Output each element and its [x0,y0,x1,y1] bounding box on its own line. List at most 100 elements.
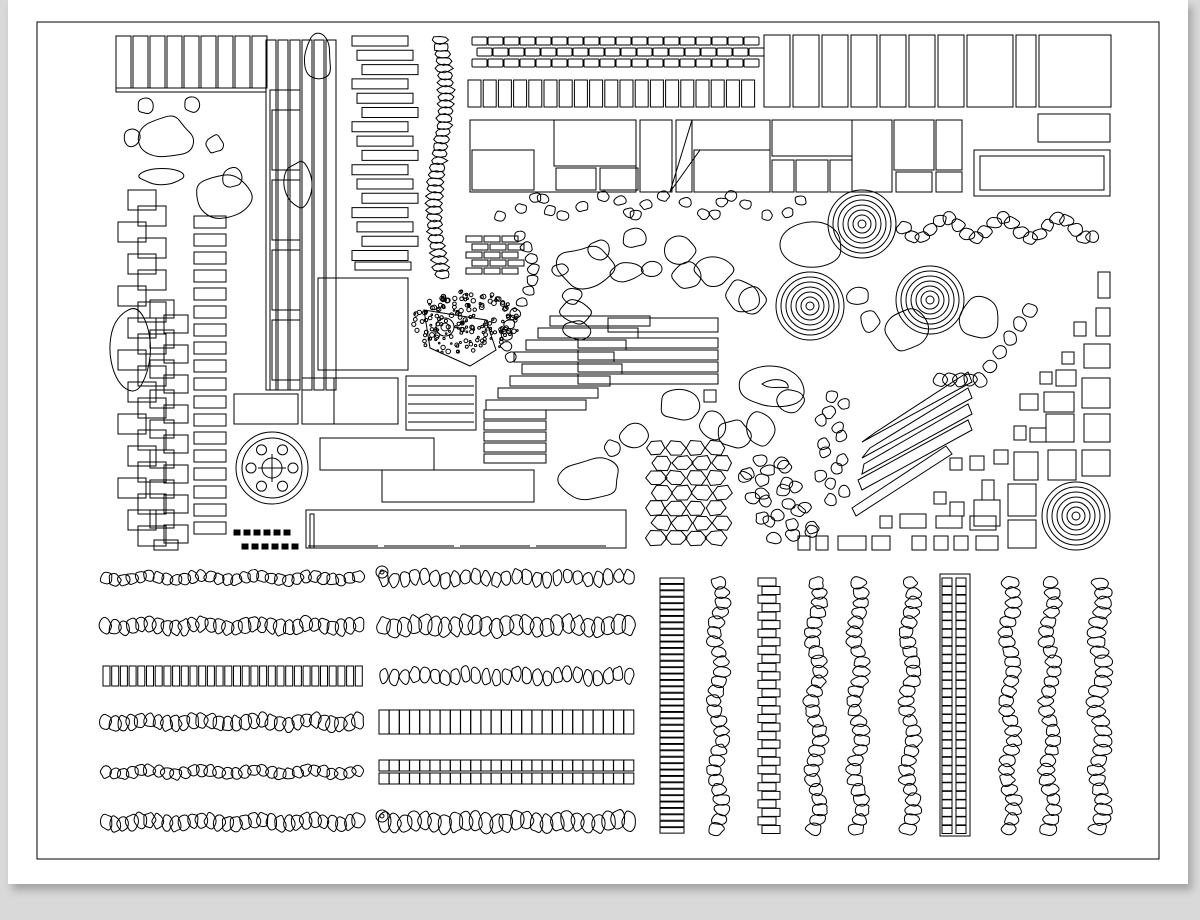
path-stone [1006,794,1023,805]
path-pebble [430,760,440,771]
path-stone [940,574,970,836]
crazy-paving-stone [672,456,693,470]
paving-brick [472,59,487,67]
path-stone [851,676,869,688]
path-pebble [321,666,328,686]
path-pebble [542,710,552,734]
boulder [515,204,526,214]
gravel-grain [456,310,459,313]
crazy-paving-stone [693,516,712,530]
path-stone [709,755,725,767]
paving-brick [635,80,648,107]
path-pebble [593,671,602,686]
edge-stone [118,222,146,242]
path-pebble [460,570,470,584]
gravel-grain [417,310,421,314]
path-stone [660,821,684,827]
paving-brick [468,80,481,107]
edge-stone [194,378,226,390]
boulder [837,454,848,466]
gravel-grain [471,326,474,329]
path-pebble [512,710,522,734]
paving-brick [498,80,511,107]
path-pebble [613,666,623,680]
gravel-grain [459,308,463,312]
gravel-grain [420,320,424,324]
paving-brick [653,48,668,56]
paving-brick [470,120,636,192]
path-stone [1039,773,1055,785]
path-stone [1087,764,1105,776]
boulder [718,420,751,448]
path-stone [942,723,952,731]
path-pebble [380,669,388,684]
path-pebble [292,573,304,584]
path-pebble [450,710,460,734]
path-stone [851,784,865,797]
boulder [1004,217,1019,229]
path-pebble [562,614,575,634]
path-pebble [213,716,224,731]
gravel-grain [428,316,432,320]
boulder [959,228,974,239]
path-pebble [152,813,164,829]
path-pebble [430,710,440,734]
step-slab [498,388,598,398]
path-pebble [420,667,430,683]
gravel-grain [442,306,445,309]
path-stone [999,764,1015,776]
crazy-paving-stone [652,456,671,470]
path-stone [716,734,730,747]
gravel-grain [469,316,472,319]
path-stone [1093,814,1111,826]
gravel-grain [513,308,517,312]
path-pebble [344,714,355,731]
path-stone [806,705,820,718]
path-pebble [622,811,635,832]
gravel-grain [448,330,450,332]
ring-outline [1052,492,1100,540]
paving-block [254,530,260,535]
path-stone [906,665,920,676]
gravel-grain [459,342,461,344]
paving-brick [514,80,527,107]
deck-plank [150,36,165,88]
paving-brick [744,37,759,45]
path-stone [712,783,727,795]
edge-stone [194,450,226,462]
boulder [1086,231,1099,243]
path-pebble [583,773,593,784]
path-pebble [611,810,625,830]
path-stone [713,667,730,677]
path-pebble [468,615,482,634]
path-stone [956,783,966,791]
path-pebble [419,614,432,635]
path-stone [846,636,862,648]
stepping-stone [466,252,482,258]
gravel-grain [499,328,503,332]
boulder [805,525,817,537]
path-stone [660,700,684,706]
paving-block [244,530,250,535]
path-pebble [553,667,562,682]
paving-block [798,536,810,550]
boulder [820,447,831,458]
path-stone [1000,774,1016,787]
paving-brick [605,48,620,56]
path-pebble [481,570,491,586]
paving-block [1082,450,1110,476]
path-pebble [428,813,442,832]
boulder [766,532,781,543]
path-pebble [471,710,481,734]
ring-outline [906,276,954,324]
path-pebble [522,710,532,734]
path-pebble [173,666,180,686]
plank-step [362,236,418,246]
gravel-grain [485,330,487,332]
path-pebble [502,669,511,685]
path-pebble [181,666,188,686]
path-stone [660,648,684,654]
path-pebble [522,773,532,784]
path-stone [956,774,966,782]
paving-block [950,458,962,470]
